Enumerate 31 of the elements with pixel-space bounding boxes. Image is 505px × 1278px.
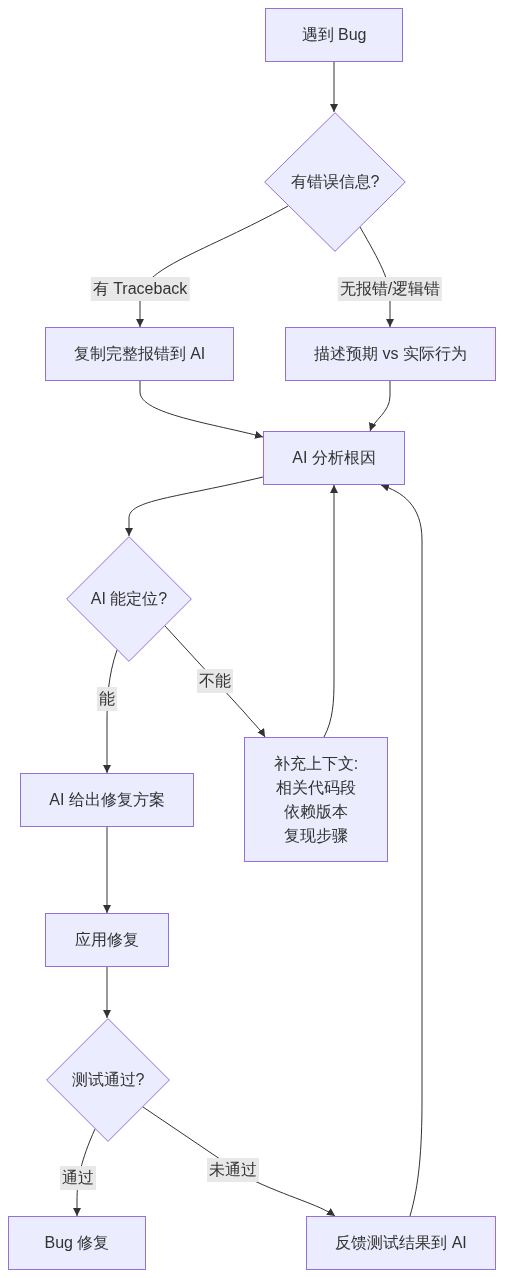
arrow [369, 380, 391, 432]
edge-label: 通过 [60, 1166, 96, 1190]
edge-label: 不能 [197, 669, 233, 693]
box-heading: 补充上下文: [273, 753, 359, 774]
decision-diamond: 有错误信息? [264, 112, 406, 252]
arrow [330, 61, 338, 113]
process-box: AI 分析根因 [263, 431, 405, 485]
process-box: AI 给出修复方案 [20, 773, 194, 827]
list-item: 依赖版本 [284, 801, 348, 822]
edge-label: 有 Traceback [90, 277, 190, 301]
arrow [103, 826, 111, 914]
process-box: 描述预期 vs 实际行为 [285, 327, 496, 381]
process-box: 遇到 Bug [265, 8, 403, 62]
arrow [103, 966, 111, 1019]
decision-diamond: AI 能定位? [66, 536, 192, 662]
edge-label: 无报错/逻辑错 [337, 277, 443, 301]
list-item: 相关代码段 [276, 777, 356, 798]
edge-label: 能 [97, 687, 117, 711]
arrow [139, 380, 264, 439]
arrow [380, 483, 423, 1217]
process-box [244, 737, 388, 862]
arrow [323, 484, 338, 738]
list-item: 复现步骤 [284, 825, 348, 846]
arrow [103, 649, 118, 774]
process-box: 反馈测试结果到 AI [306, 1216, 496, 1270]
arrow [125, 476, 264, 537]
decision-diamond: 测试通过? [46, 1018, 170, 1142]
process-box: 应用修复 [45, 913, 169, 967]
edge-label: 未通过 [207, 1158, 259, 1182]
process-box: 复制完整报错到 AI [45, 327, 234, 381]
process-box: Bug 修复 [8, 1216, 146, 1270]
